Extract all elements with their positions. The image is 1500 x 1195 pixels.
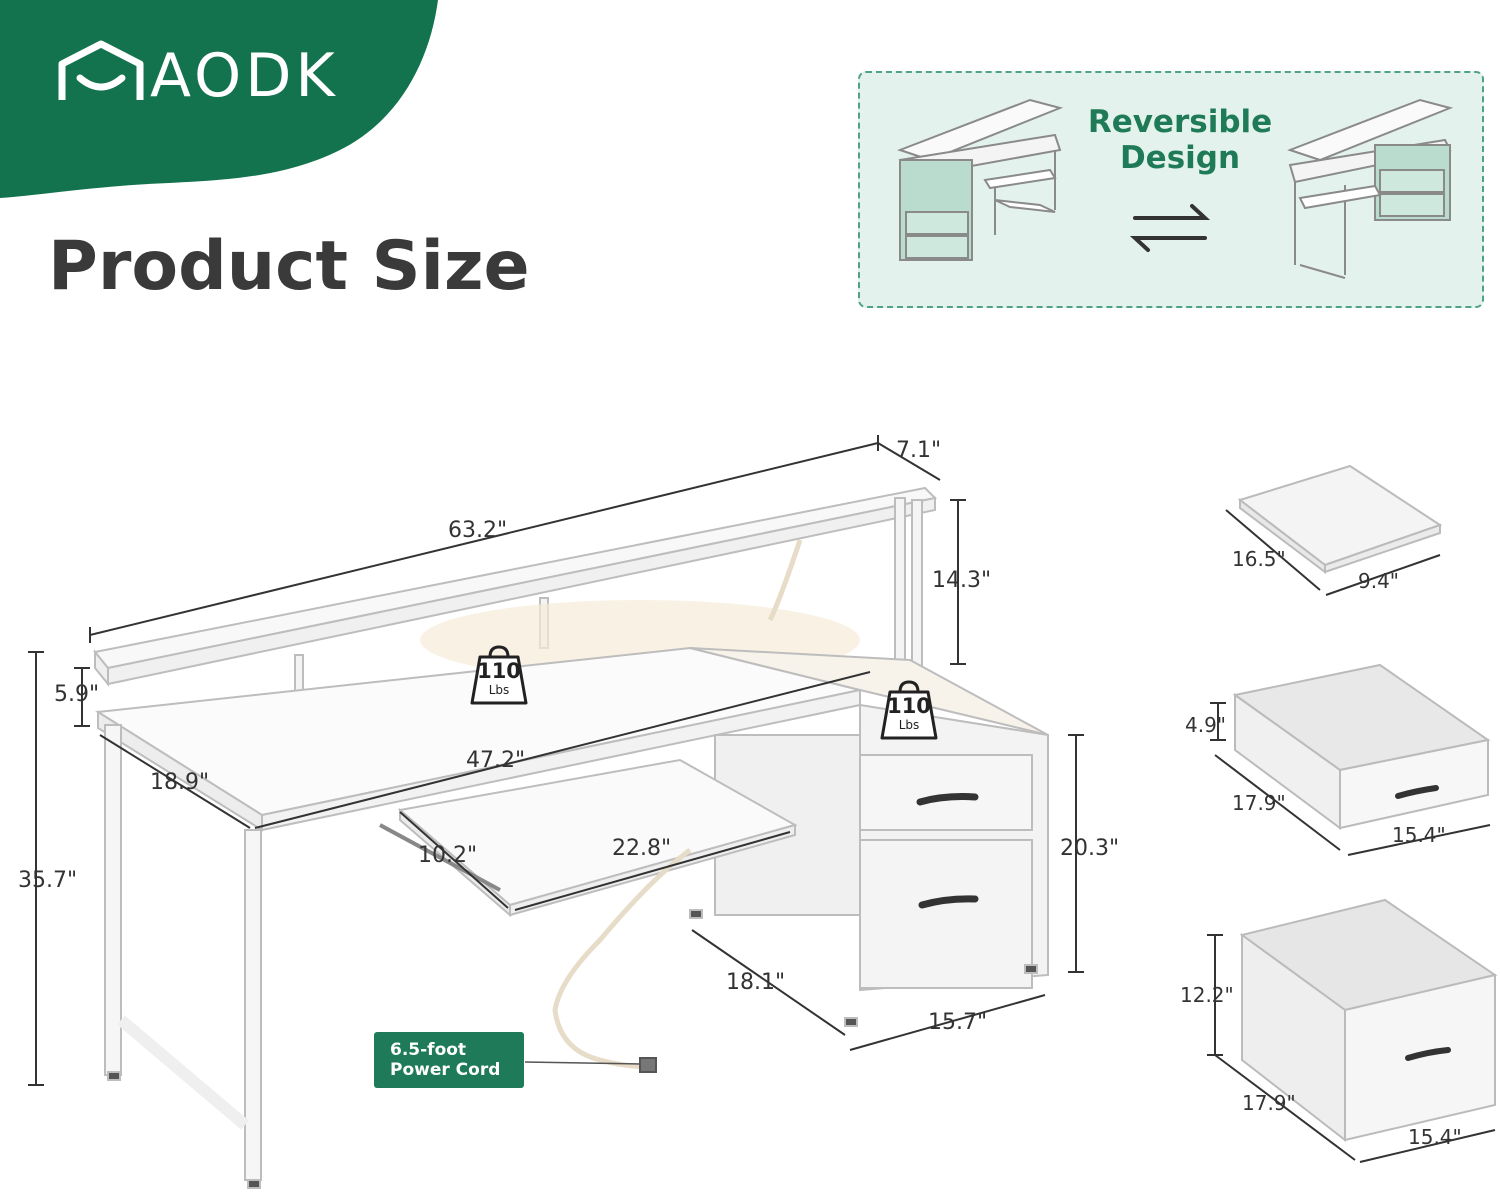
reversible-line2: Design [1119, 140, 1241, 176]
dim-hutch-height: 14.3" [932, 568, 992, 593]
small-drawer-dimension-lines [1210, 702, 1491, 856]
weight-unit: Lbs [488, 683, 510, 697]
weight-capacity-badge-desk: 110 Lbs [468, 643, 530, 707]
weight-icon [880, 680, 938, 740]
file-drawer-dimension-lines [1207, 934, 1496, 1163]
aodk-logo-icon [58, 40, 144, 100]
weight-icon [470, 645, 528, 705]
desk-left-config-image [897, 98, 1064, 261]
dim-desk-depth: 18.9" [150, 770, 210, 795]
dim-cabinet-depth: 18.1" [726, 970, 786, 995]
dim-file-drawer-depth: 17.9" [1242, 1091, 1296, 1115]
tray-dimension-lines [1225, 509, 1441, 596]
dim-tray-width: 9.4" [1358, 569, 1400, 593]
swap-arrows-icon [1129, 204, 1211, 252]
dim-keyboard-depth: 10.2" [418, 843, 478, 868]
page-title: Product Size [48, 227, 530, 306]
dim-file-drawer-height: 12.2" [1180, 983, 1234, 1007]
dim-tray-depth: 16.5" [1232, 547, 1286, 571]
dim-desk-height: 35.7" [18, 868, 78, 893]
tray-image [1237, 464, 1443, 575]
dim-hutch-width: 63.2" [448, 518, 508, 543]
weight-capacity-badge-cabinet: 110 Lbs [878, 678, 940, 742]
power-cord-line1: 6.5-foot [390, 1040, 467, 1060]
file-drawer-image [1239, 898, 1498, 1143]
dim-desk-width: 47.2" [466, 748, 526, 773]
dim-cabinet-height: 20.3" [1060, 836, 1120, 861]
weight-value: 110 [887, 694, 931, 718]
reversible-design-label: Reversible Design [1070, 104, 1290, 176]
dim-keyboard-width: 22.8" [612, 836, 672, 861]
dim-file-drawer-width: 15.4" [1408, 1125, 1462, 1149]
desk-right-config-image [1287, 98, 1454, 279]
dim-small-drawer-height: 4.9" [1185, 713, 1227, 737]
weight-value: 110 [477, 659, 521, 683]
dim-cabinet-width: 15.7" [928, 1010, 988, 1035]
power-cord-line2: Power Cord [390, 1060, 501, 1080]
brand-name: AODK [150, 41, 339, 111]
weight-unit: Lbs [898, 718, 920, 732]
dimension-lines [28, 435, 1084, 1086]
small-drawer-image [1232, 663, 1491, 830]
power-cord-label: 6.5-foot Power Cord [374, 1032, 524, 1088]
desk-main-image [93, 486, 1049, 1189]
dim-hutch-gap: 5.9" [54, 682, 100, 707]
dim-small-drawer-width: 15.4" [1392, 823, 1446, 847]
reversible-line1: Reversible [1087, 104, 1273, 140]
dim-small-drawer-depth: 17.9" [1232, 791, 1286, 815]
dim-hutch-depth: 7.1" [896, 438, 942, 463]
